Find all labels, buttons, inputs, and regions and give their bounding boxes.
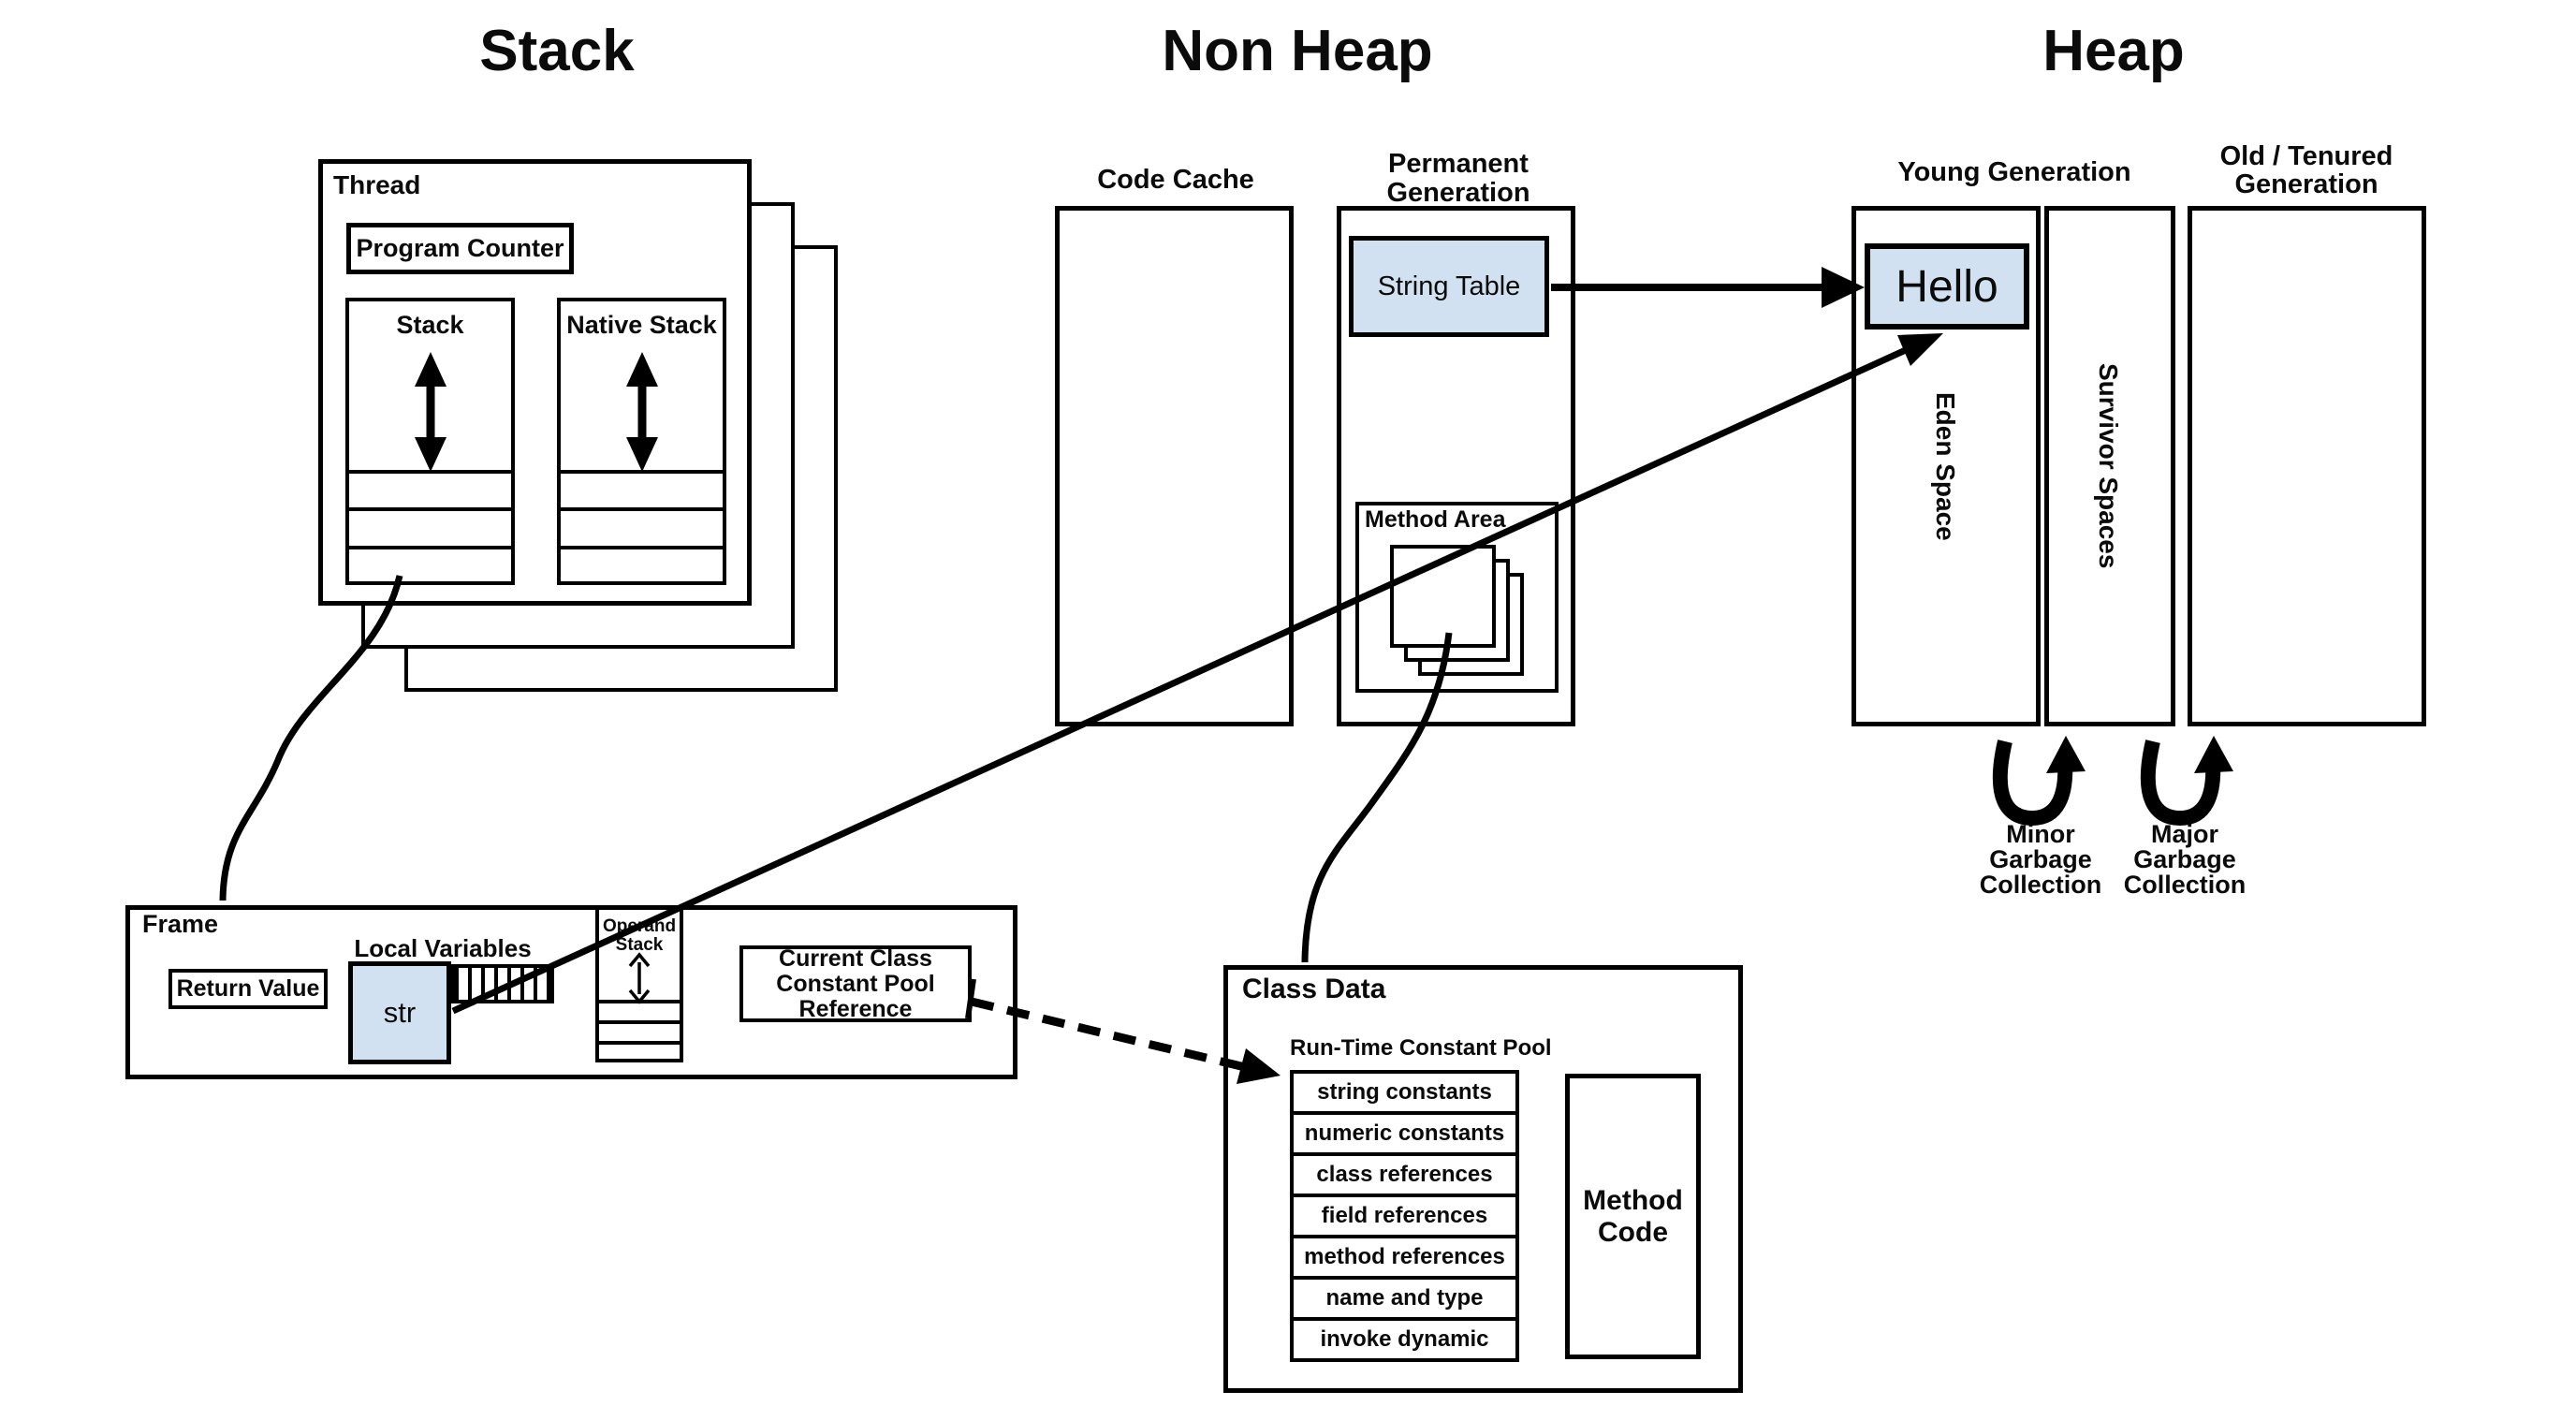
local-variables-cells bbox=[451, 964, 554, 1003]
permanent-generation-label: Permanent Generation bbox=[1386, 149, 1530, 208]
stack-slot-divider bbox=[349, 470, 511, 474]
native-stack-box: Native Stack bbox=[557, 298, 726, 585]
young-generation-label: Young Generation bbox=[1897, 157, 2131, 187]
stack-slot-divider bbox=[561, 470, 723, 474]
class-data-label: Class Data bbox=[1242, 974, 1386, 1004]
constant-pool-row: invoke dynamic bbox=[1290, 1317, 1519, 1362]
local-variables-label: Local Variables bbox=[354, 934, 532, 962]
eden-space-label: Eden Space bbox=[1931, 391, 1960, 541]
frame-label: Frame bbox=[142, 910, 219, 938]
hello-string-object: Hello bbox=[1865, 243, 2029, 330]
code-cache-label: Code Cache bbox=[1097, 165, 1254, 195]
constant-pool-row: method references bbox=[1290, 1235, 1519, 1280]
thread-stack-box: Stack bbox=[345, 298, 515, 585]
constant-pool-row: name and type bbox=[1290, 1276, 1519, 1321]
code-cache-box bbox=[1055, 206, 1294, 726]
operand-slot-divider bbox=[599, 1000, 680, 1003]
minor-gc-label: Minor Garbage Collection bbox=[1979, 820, 2102, 899]
string-table-box: String Table bbox=[1349, 236, 1549, 337]
thread-label: Thread bbox=[333, 170, 421, 199]
heap-section-title: Heap bbox=[2042, 19, 2185, 83]
runtime-constant-pool-label: Run-Time Constant Pool bbox=[1290, 1035, 1552, 1061]
current-class-constant-pool-reference-box: Current Class Constant Pool Reference bbox=[739, 945, 972, 1022]
major-gc-label: Major Garbage Collection bbox=[2123, 820, 2247, 899]
constant-pool-row: numeric constants bbox=[1290, 1111, 1519, 1156]
survivor-spaces-box bbox=[2044, 206, 2175, 726]
non-heap-section-title: Non Heap bbox=[1162, 19, 1433, 83]
runtime-constant-pool-rows: string constants numeric constants class… bbox=[1290, 1070, 1519, 1362]
stack-slot-divider bbox=[349, 546, 511, 549]
program-counter-box: Program Counter bbox=[346, 223, 574, 274]
return-value-box: Return Value bbox=[168, 969, 328, 1009]
constant-pool-row: class references bbox=[1290, 1152, 1519, 1197]
stack-slot-divider bbox=[561, 507, 723, 511]
thread-stack-label: Stack bbox=[396, 311, 464, 339]
stack-section-title: Stack bbox=[479, 19, 635, 83]
operand-slot-divider bbox=[599, 1020, 680, 1024]
survivor-spaces-label: Survivor Spaces bbox=[2094, 363, 2123, 569]
string-table-to-hello-arrow bbox=[1551, 267, 1865, 308]
method-area-label: Method Area bbox=[1365, 506, 1506, 533]
operand-stack-box: Operand Stack bbox=[595, 906, 683, 1062]
operand-stack-label: Operand Stack bbox=[602, 916, 677, 955]
old-tenured-generation-label: Old / Tenured Generation bbox=[2219, 141, 2393, 199]
method-code-label: Method Code bbox=[1583, 1184, 1683, 1248]
minor-gc-arrow-icon bbox=[1992, 736, 2086, 827]
old-tenured-generation-box bbox=[2188, 206, 2426, 726]
constant-pool-row: string constants bbox=[1290, 1070, 1519, 1115]
native-stack-label: Native Stack bbox=[566, 311, 717, 339]
method-area-page-front bbox=[1390, 545, 1496, 648]
operand-slot-divider bbox=[599, 1041, 680, 1045]
stack-slot-divider bbox=[561, 546, 723, 549]
major-gc-arrow-icon bbox=[2140, 736, 2233, 827]
constant-pool-row: field references bbox=[1290, 1194, 1519, 1238]
stack-slot-divider bbox=[349, 507, 511, 511]
local-variable-str-box: str bbox=[348, 961, 451, 1064]
current-class-constant-pool-reference-label: Current Class Constant Pool Reference bbox=[776, 945, 935, 1022]
method-code-box: Method Code bbox=[1565, 1074, 1701, 1359]
